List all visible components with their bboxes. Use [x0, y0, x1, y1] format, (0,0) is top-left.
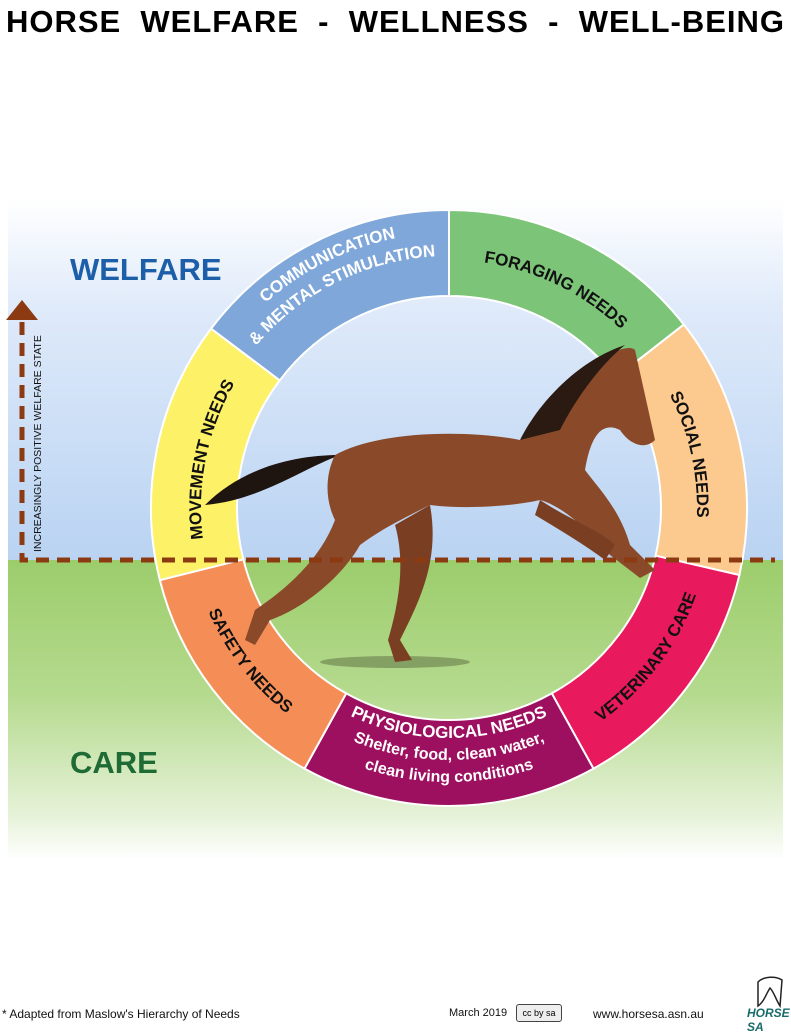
horse-sa-logo-text: HORSE SA [747, 1006, 790, 1034]
website-link[interactable]: www.horsesa.asn.au [593, 1007, 704, 1021]
cc-license-text: cc by sa [522, 1008, 556, 1018]
date-label: March 2019 [449, 1007, 508, 1019]
segment-movement [150, 327, 282, 582]
creative-commons-badge: cc by sa [516, 1004, 562, 1022]
arrow-up-icon [6, 300, 38, 320]
welfare-heading: WELFARE [70, 252, 222, 287]
dashed-baseline [19, 322, 775, 563]
poster-title: HORSE WELFARE - WELLNESS - WELL-BEING [5, 4, 786, 39]
footnote: * Adapted from Maslow's Hierarchy of Nee… [2, 1007, 240, 1021]
horse-illustration [205, 345, 655, 668]
care-heading: CARE [70, 745, 158, 780]
welfare-arrow [6, 300, 775, 563]
horse-sa-logo-icon [757, 976, 783, 1009]
